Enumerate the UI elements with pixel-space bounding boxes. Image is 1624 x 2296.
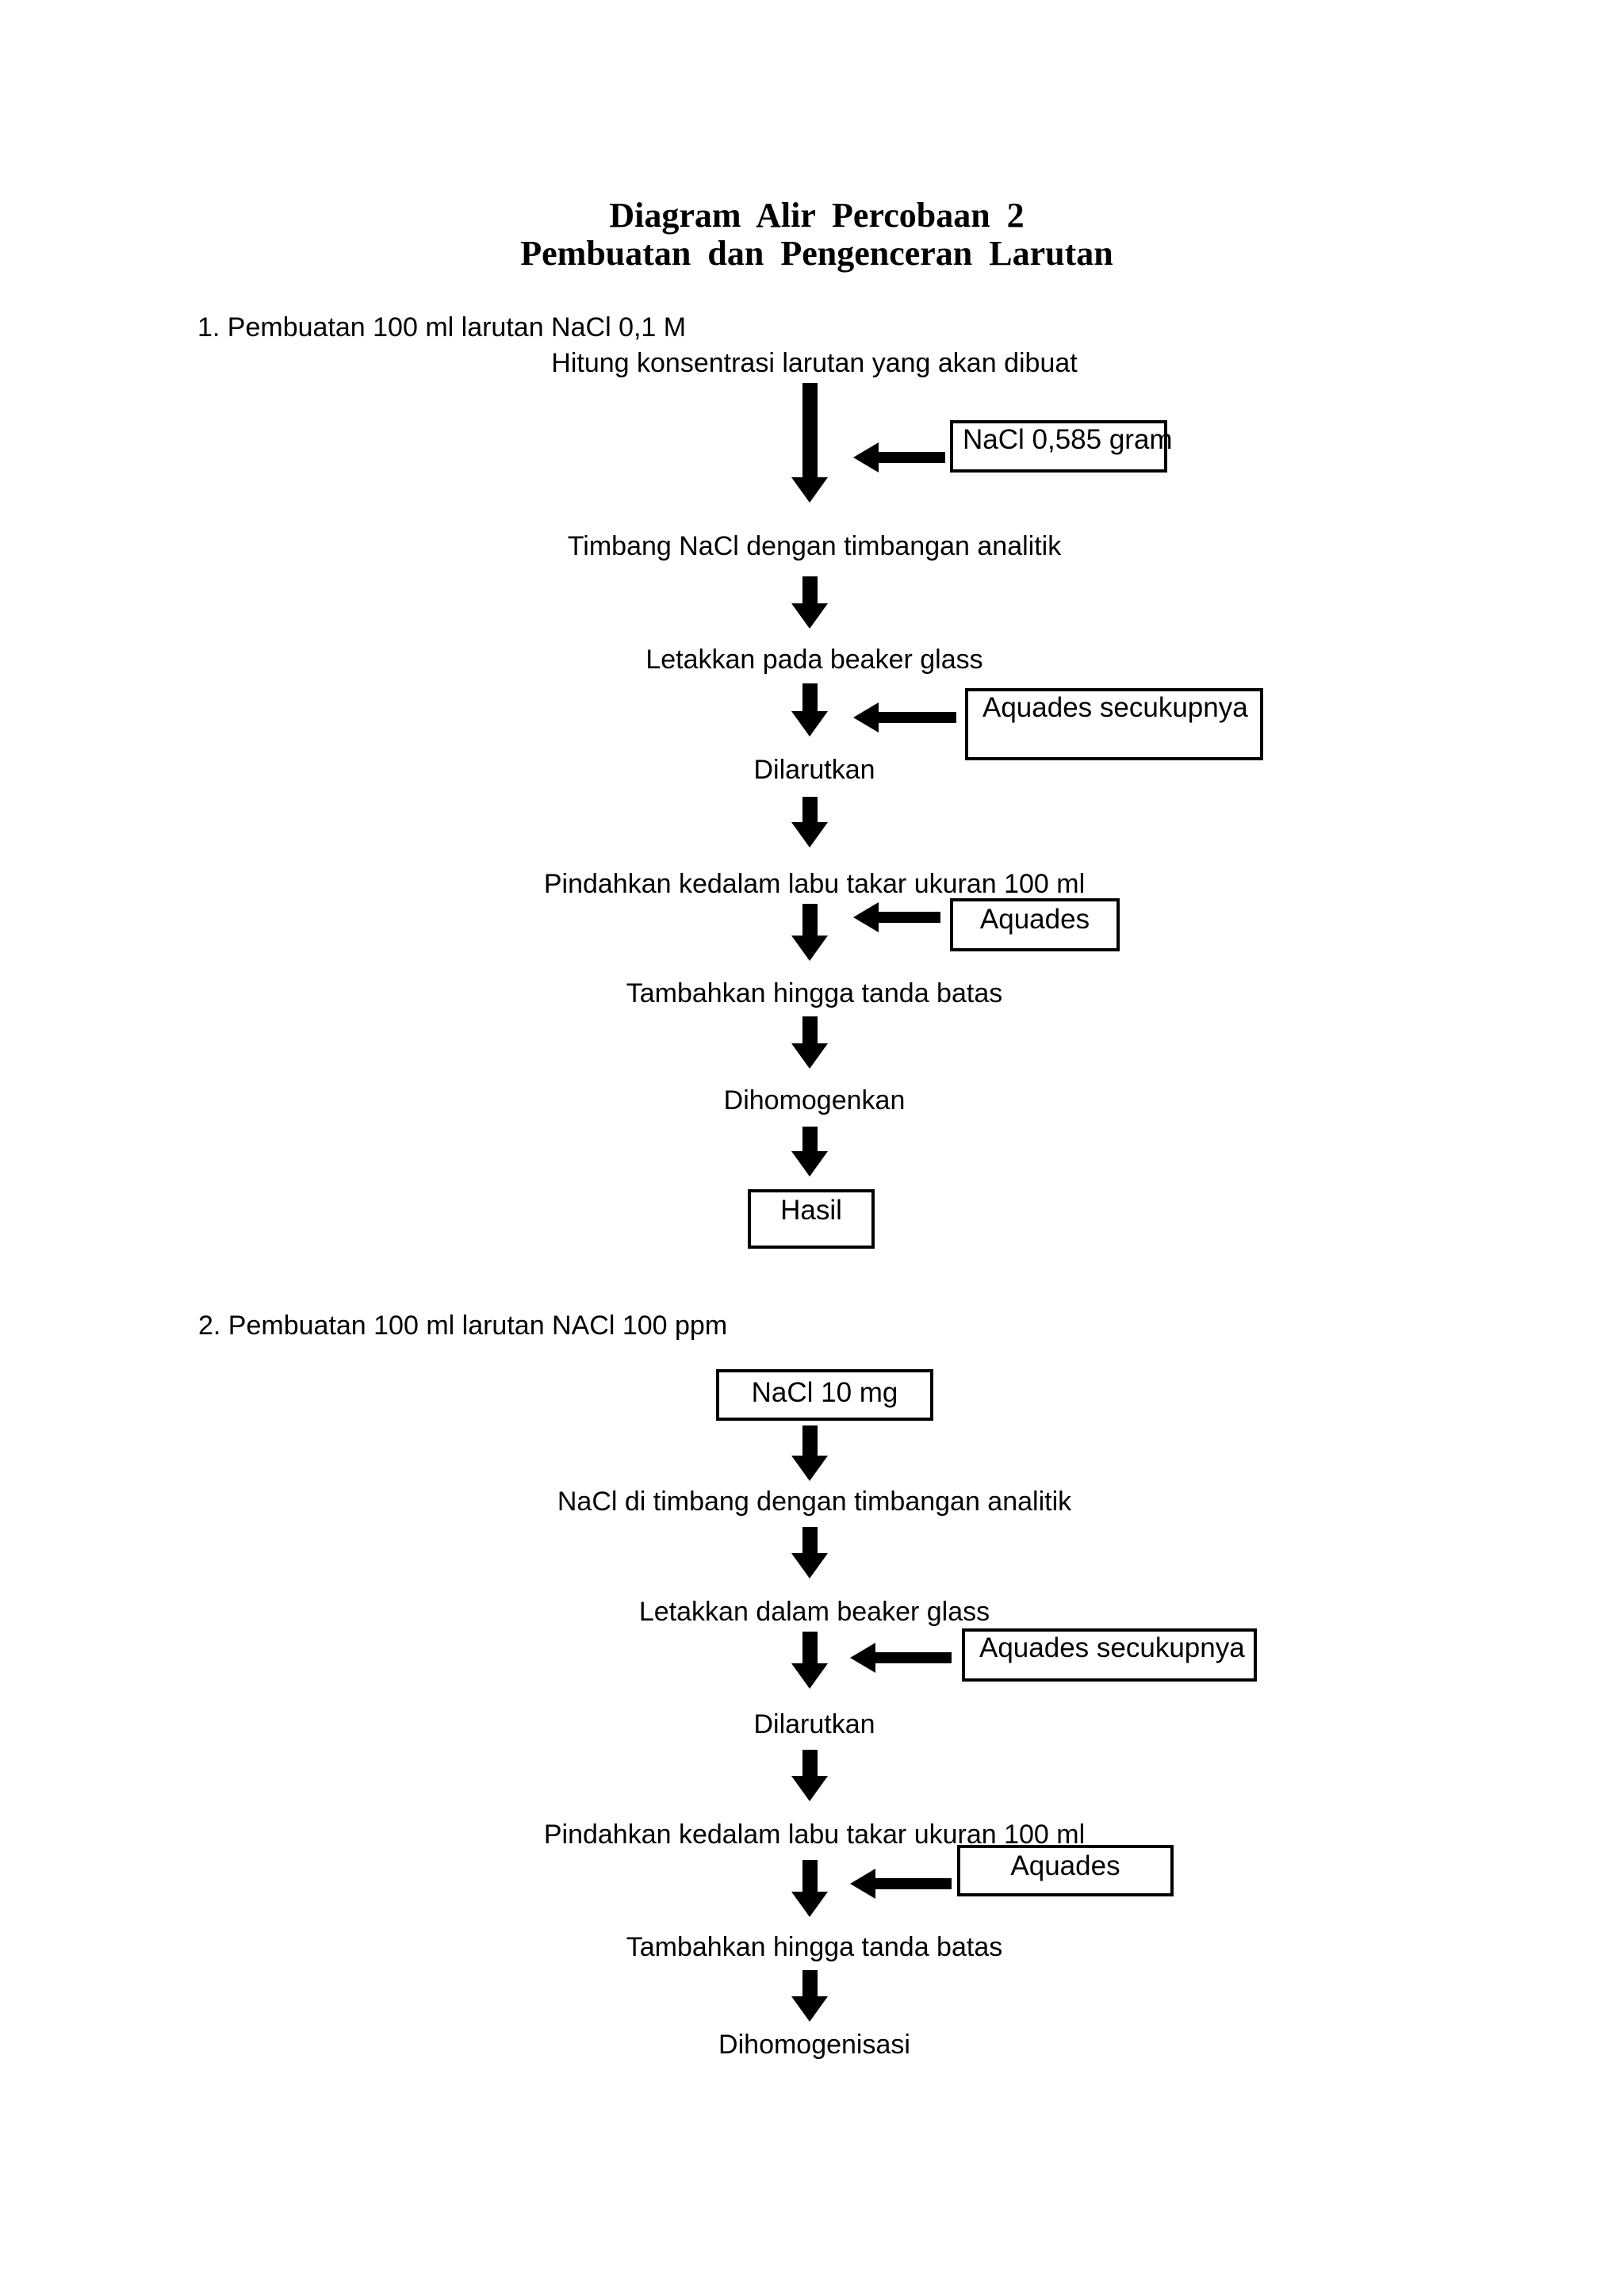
flow-step: Tambahkan hingga tanda batas bbox=[626, 1932, 1003, 1962]
arrow-shaft bbox=[802, 1527, 818, 1553]
input-box: NaCl 0,585 gram bbox=[950, 420, 1173, 473]
down-arrow bbox=[791, 383, 828, 503]
arrow-head bbox=[791, 1553, 828, 1578]
left-arrow bbox=[853, 902, 940, 932]
arrow-shaft bbox=[802, 1127, 818, 1151]
arrow-shaft bbox=[879, 712, 956, 723]
input-box: Aquades secukupnya bbox=[965, 688, 1263, 760]
arrow-shaft bbox=[802, 1632, 818, 1663]
arrow-shaft bbox=[802, 797, 818, 822]
section2-heading: 2. Pembuatan 100 ml larutan NACl 100 ppm bbox=[198, 1311, 728, 1341]
arrow-head bbox=[791, 1151, 828, 1177]
arrow-head bbox=[791, 1776, 828, 1801]
start-box: NaCl 10 mg bbox=[716, 1369, 933, 1421]
arrow-shaft bbox=[802, 1860, 818, 1892]
flow-step: Tambahkan hingga tanda batas bbox=[626, 978, 1003, 1008]
arrow-head bbox=[791, 1456, 828, 1481]
section1-heading: 1. Pembuatan 100 ml larutan NaCl 0,1 M bbox=[197, 312, 687, 342]
down-arrow bbox=[791, 1127, 828, 1177]
arrow-head bbox=[853, 442, 879, 473]
down-arrow bbox=[791, 1970, 828, 2022]
flow-step: Dihomogenkan bbox=[723, 1085, 906, 1115]
result-box: Hasil bbox=[748, 1189, 875, 1249]
down-arrow bbox=[791, 1016, 828, 1069]
arrow-head bbox=[791, 477, 828, 503]
arrow-head bbox=[791, 822, 828, 848]
arrow-head bbox=[791, 936, 828, 961]
flow-step: Pindahkan kedalam labu takar ukuran 100 … bbox=[543, 869, 1086, 899]
down-arrow bbox=[791, 904, 828, 961]
arrow-head bbox=[791, 1996, 828, 2022]
arrow-shaft bbox=[875, 1652, 952, 1663]
left-arrow bbox=[853, 442, 945, 473]
arrow-shaft bbox=[802, 1750, 818, 1776]
down-arrow bbox=[791, 1750, 828, 1801]
down-arrow bbox=[791, 683, 828, 737]
flow-step: Dihomogenisasi bbox=[718, 2030, 910, 2060]
flow-step: Letakkan dalam beaker glass bbox=[638, 1597, 990, 1627]
arrow-shaft bbox=[879, 912, 940, 923]
down-arrow bbox=[791, 1860, 828, 1917]
flow-step: Timbang NaCl dengan timbangan analitik bbox=[567, 531, 1062, 561]
input-box: Aquades bbox=[950, 898, 1120, 951]
left-arrow bbox=[850, 1643, 952, 1673]
page-title-line1: Diagram Alir Percobaan 2 bbox=[609, 196, 1025, 235]
arrow-head bbox=[850, 1869, 875, 1899]
arrow-shaft bbox=[875, 1878, 952, 1889]
left-arrow bbox=[853, 702, 956, 733]
arrow-shaft bbox=[802, 1016, 818, 1043]
down-arrow bbox=[791, 1632, 828, 1689]
arrow-shaft bbox=[802, 576, 818, 603]
arrow-head bbox=[791, 1043, 828, 1069]
arrow-head bbox=[853, 702, 879, 733]
arrow-shaft bbox=[802, 383, 818, 477]
arrow-shaft bbox=[879, 452, 945, 463]
flow-step: Pindahkan kedalam labu takar ukuran 100 … bbox=[543, 1820, 1086, 1850]
arrow-head bbox=[853, 902, 879, 932]
arrow-shaft bbox=[802, 1970, 818, 1996]
down-arrow bbox=[791, 797, 828, 848]
arrow-head bbox=[791, 711, 828, 737]
arrow-shaft bbox=[802, 683, 818, 711]
arrow-head bbox=[791, 1892, 828, 1917]
down-arrow bbox=[791, 1527, 828, 1578]
arrow-head bbox=[791, 603, 828, 629]
down-arrow bbox=[791, 1425, 828, 1481]
arrow-shaft bbox=[802, 1425, 818, 1456]
arrow-head bbox=[850, 1643, 875, 1673]
arrow-head bbox=[791, 1663, 828, 1689]
left-arrow bbox=[850, 1869, 952, 1899]
down-arrow bbox=[791, 576, 828, 629]
flow-step: NaCl di timbang dengan timbangan analiti… bbox=[557, 1487, 1072, 1517]
flow-step: Letakkan pada beaker glass bbox=[645, 645, 983, 675]
flow-step: Dilarutkan bbox=[753, 755, 875, 785]
flow-step: Hitung konsentrasi larutan yang akan dib… bbox=[551, 348, 1078, 378]
input-box: Aquades secukupnya bbox=[962, 1628, 1257, 1682]
page-title-line2: Pembuatan dan Pengenceran Larutan bbox=[520, 234, 1113, 273]
arrow-shaft bbox=[802, 904, 818, 936]
flow-step: Dilarutkan bbox=[753, 1709, 875, 1739]
input-box: Aquades bbox=[957, 1845, 1174, 1896]
